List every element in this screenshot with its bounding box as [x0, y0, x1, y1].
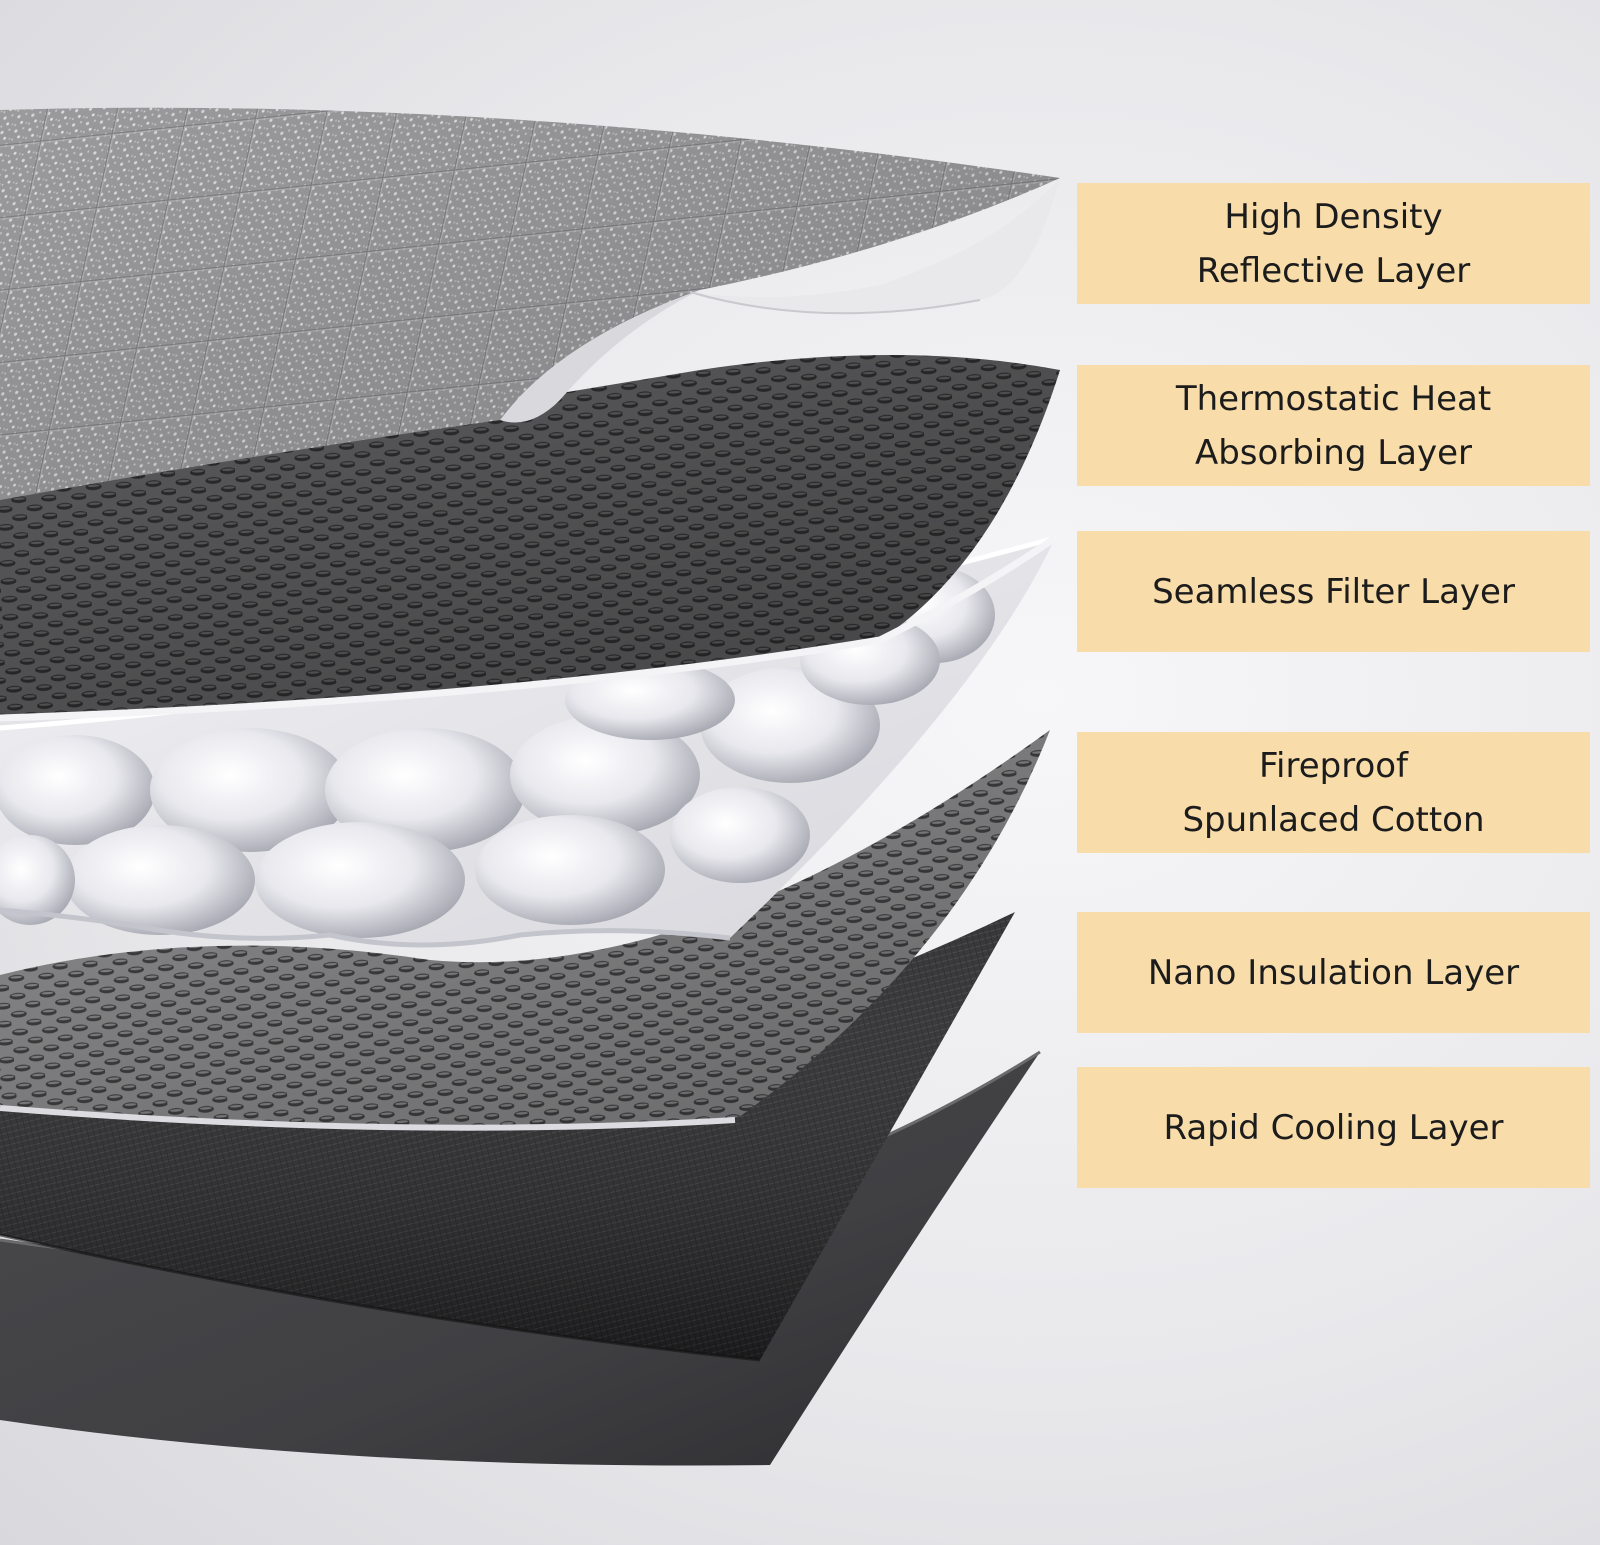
label-line: Rapid Cooling Layer [1163, 1107, 1504, 1148]
label-seamless-filter-layer: Seamless Filter Layer [1077, 531, 1590, 652]
label-line: Thermostatic Heat [1175, 378, 1492, 419]
label-line: Nano Insulation Layer [1147, 952, 1520, 993]
label-line: Seamless Filter Layer [1152, 571, 1515, 612]
fireproof-cotton-layer-graphic [0, 730, 1050, 1131]
label-nano-insulation-layer: Nano Insulation Layer [1077, 912, 1590, 1033]
label-high-density-reflective-layer: High Density Reflective Layer [1077, 183, 1590, 304]
label-fireproof-spunlaced-cotton: Fireproof Spunlaced Cotton [1077, 732, 1590, 853]
label-line: High Density [1224, 196, 1443, 237]
label-thermostatic-heat-absorbing-layer: Thermostatic Heat Absorbing Layer [1077, 365, 1590, 486]
label-line: Reflective Layer [1196, 250, 1471, 291]
label-rapid-cooling-layer: Rapid Cooling Layer [1077, 1067, 1590, 1188]
label-line: Spunlaced Cotton [1182, 799, 1485, 840]
label-line: Absorbing Layer [1194, 432, 1473, 473]
label-line: Fireproof [1258, 745, 1409, 786]
reflective-layer-graphic [0, 107, 1060, 501]
